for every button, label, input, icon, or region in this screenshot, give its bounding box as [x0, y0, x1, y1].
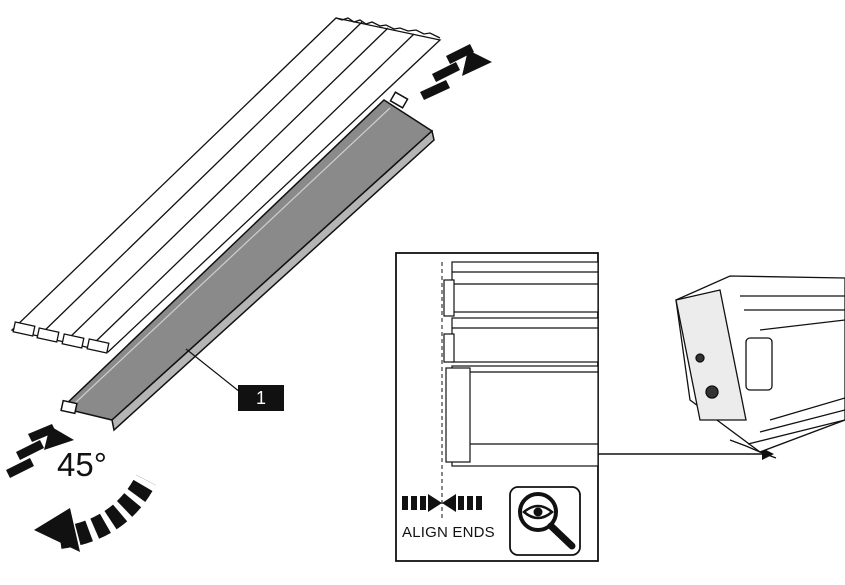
end-cap	[444, 334, 454, 362]
profile-2	[452, 318, 598, 362]
part-1-clip-bottom	[61, 401, 77, 414]
rotate-arrow-icon	[34, 480, 146, 552]
rotation-angle-label: 45°	[57, 446, 107, 484]
align-ends-label: ALIGN ENDS	[402, 524, 495, 541]
magnifier-eye-icon	[510, 487, 580, 555]
callout-leader	[186, 349, 240, 392]
callout-badge: 1	[238, 385, 284, 411]
assembly-pivot	[696, 354, 704, 362]
end-cap	[446, 368, 470, 462]
profile-3	[452, 366, 598, 466]
direction-arrow-icon	[420, 44, 492, 100]
assembly-window	[746, 338, 772, 390]
assembly-view	[676, 276, 845, 458]
profile-1	[452, 262, 598, 312]
assembly-pivot	[706, 386, 718, 398]
detail-inset	[396, 253, 598, 561]
end-cap	[444, 280, 454, 316]
